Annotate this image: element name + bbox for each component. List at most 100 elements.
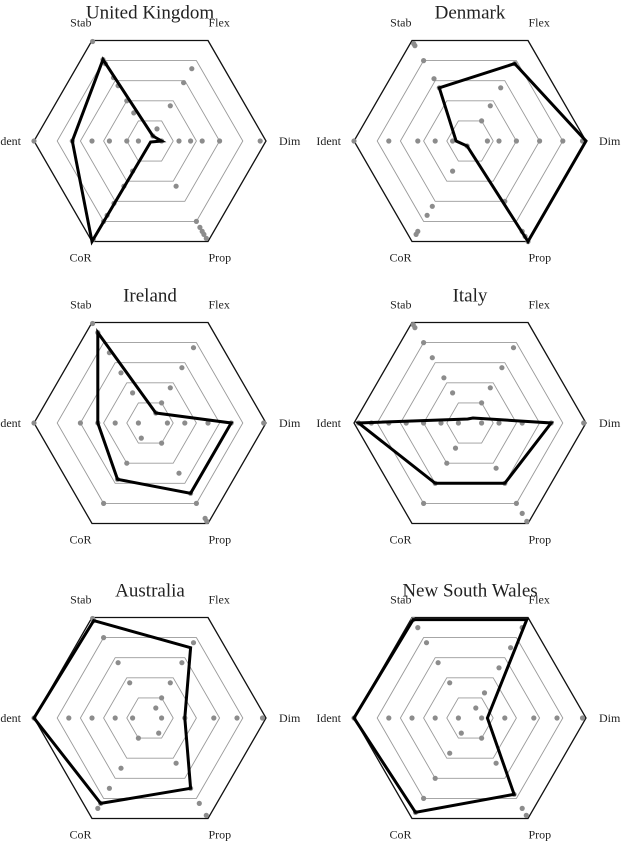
data-dot-stab [90,38,96,45]
axis-label-prop: Prop [209,827,232,841]
data-dot-ident [130,715,136,721]
data-dot-dim [176,138,182,144]
grid-ring [446,697,494,739]
data-dot-cor [415,228,421,234]
data-dot-ident [415,138,421,144]
axis-label-prop: Prop [209,532,232,546]
data-dot-dim [496,138,502,144]
axis-label-ident: Ident [0,134,22,148]
data-dot-flex [189,66,195,72]
highlight-profile [437,61,588,245]
data-dot-prop [203,812,209,819]
data-dot-prop [197,224,203,230]
data-dot-ident [124,138,130,144]
data-dot-cor [138,435,144,441]
data-dot-cor [421,500,427,506]
axis-label-flex: Flex [529,593,550,607]
data-dot-flex [487,103,493,109]
axis-label-stab: Stab [390,593,411,607]
data-dot-flex [498,85,504,91]
radar-panel-ireland: IrelandFlexDimPropCoRIdentStab [0,285,301,546]
data-dot-stab [429,355,435,361]
data-dot-dim [159,715,165,721]
axis-label-stab: Stab [390,298,411,312]
axis-label-ident: Ident [316,416,341,430]
data-dot-stab [412,43,418,49]
axis-label-ident: Ident [316,134,341,148]
data-dot-dim [531,715,537,721]
data-dot-stab [115,660,121,666]
data-dot-dim [579,715,586,721]
data-dot-stab [435,660,441,666]
data-dot-dim [554,715,560,721]
data-dot-dim [479,715,485,721]
grid-ring [423,382,517,464]
data-dot-ident [409,715,415,721]
data-dot-cor [421,795,427,802]
data-dot-ident [106,138,112,144]
data-dot-flex [179,365,185,371]
axis-label-stab: Stab [70,298,91,312]
data-dot-stab [447,680,453,686]
data-dot-ident [386,138,392,144]
data-dot-stab [412,325,418,331]
data-dot-flex [179,660,185,666]
data-dot-ident [351,138,357,144]
data-dot-stab [421,340,427,346]
grid-ring [79,657,221,779]
data-dot-ident [432,138,438,144]
data-dot-ident [455,715,461,721]
panel-title: Australia [115,580,185,601]
panel-title: Denmark [435,2,506,23]
axis-label-stab: Stab [70,593,91,607]
axis-label-flex: Flex [209,16,230,30]
data-dot-dim [502,715,508,721]
data-dot-cor [447,750,453,756]
data-dot-prop [196,800,202,807]
data-dot-flex [481,690,488,696]
data-dot-dim [182,420,188,426]
data-dot-prop [202,515,208,522]
data-dot-cor [452,445,459,451]
data-dot-dim [513,138,520,144]
data-dot-prop [173,760,179,766]
grid-ring [446,120,494,162]
data-dot-cor [458,730,464,736]
data-dot-ident [135,420,141,426]
data-dot-dim [211,715,217,721]
data-dot-dim [234,715,240,721]
data-dot-stab [101,635,107,641]
data-dot-dim [188,138,194,144]
data-dot-flex [154,126,160,132]
data-dot-cor [432,775,438,781]
data-dot-flex [190,345,197,351]
data-dot-dim [581,420,587,426]
data-dot-stab [431,76,437,82]
axis-label-stab: Stab [70,16,91,30]
data-dot-prop [523,812,529,819]
data-dot-prop [199,228,205,234]
data-dot-stab [415,625,421,631]
data-dot-stab [118,370,124,376]
axis-label-dim: Dim [279,416,301,430]
data-dot-flex [167,385,173,391]
data-dot-prop [193,218,199,224]
data-dot-ident [66,715,72,721]
axis-label-dim: Dim [279,711,301,725]
highlight-profile [352,618,530,815]
axis-label-flex: Flex [209,593,230,607]
data-dot-cor [95,805,101,812]
axis-label-cor: CoR [69,532,91,546]
data-dot-stab [127,680,133,686]
data-dot-flex [159,400,165,406]
axis-label-cor: CoR [389,827,411,841]
data-dot-stab [441,375,447,381]
data-dot-cor [429,203,435,209]
data-dot-dim [164,420,170,426]
data-dot-flex [508,645,514,651]
highlight-profile [32,618,193,806]
data-dot-prop [193,500,199,506]
